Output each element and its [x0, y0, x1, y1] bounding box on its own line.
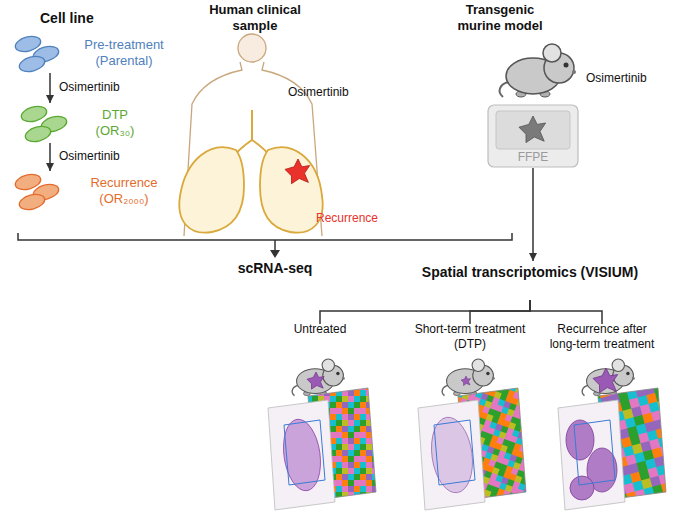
connector [470, 300, 530, 324]
drug-label: Osimertinib [288, 84, 378, 100]
he-section [268, 400, 335, 510]
condition-box: Untreated [255, 322, 385, 354]
dtp-cells [20, 104, 69, 144]
ffpe-cassette [488, 105, 578, 167]
recurrence-cells [14, 172, 61, 212]
section-heading: Transgenic murine model [450, 2, 550, 34]
tumor-mark [307, 372, 324, 389]
tissue [427, 415, 477, 496]
roi-box [434, 420, 475, 485]
ffpe-inner [496, 111, 570, 149]
node-text: Spatial transcriptomics (VISIUM) [420, 264, 640, 281]
method-box: Spatial transcriptomics (VISIUM) [420, 262, 640, 300]
untreated-panel [268, 359, 376, 510]
mouse-icon [292, 359, 345, 396]
node-text: Untreated [255, 322, 385, 337]
connector [49, 73, 51, 103]
connector [320, 300, 530, 324]
connector [49, 143, 51, 171]
condition-box: Short-term treatment (DTP) [405, 322, 535, 354]
dtp-panel [418, 359, 526, 510]
human-figure [179, 34, 322, 236]
tumor-mark [593, 368, 618, 393]
mouse-icon [582, 359, 635, 396]
mouse-icon [500, 44, 576, 97]
human-head [238, 34, 266, 62]
node-text: Recurrence after long-term treatment [544, 322, 660, 352]
tissue [570, 476, 594, 500]
recurrence-panel [558, 359, 666, 510]
connector [530, 300, 602, 324]
right-lung [260, 147, 323, 232]
node-text: DTP (OR₃₀) [86, 107, 144, 139]
tissue [279, 417, 325, 493]
node-text: Pre-treatment (Parental) [78, 37, 170, 69]
bracket-arrow-head [270, 250, 280, 258]
node-text: Recurrence (OR₂₀₀₀) [78, 175, 170, 207]
node-text: FFPE [488, 149, 578, 165]
section-heading: Human clinical sample [200, 2, 310, 34]
merge-bracket [18, 233, 512, 240]
tumor-mark [461, 376, 471, 386]
trachea [232, 110, 272, 158]
condition-box: Recurrence after long-term treatment [544, 322, 660, 354]
left-lung [179, 147, 244, 232]
method-label: scRNA-seq [225, 260, 325, 276]
roi-box [574, 420, 615, 485]
cell-stage-box: Pre-treatment (Parental) [12, 34, 172, 72]
tissue [566, 420, 594, 460]
ffpe-tissue [519, 116, 546, 143]
drug-label: Osimertinib [586, 70, 672, 86]
section-heading: Cell line [40, 10, 130, 26]
ffpe-block: FFPE [488, 105, 578, 167]
he-section [418, 400, 485, 510]
bracket-arrow-line [274, 240, 276, 250]
edge-label: Osimertinib [59, 80, 120, 95]
roi-box [284, 420, 325, 485]
parental-cells [14, 34, 61, 74]
cell-stage-box: DTP (OR₃₀) [12, 104, 172, 142]
edge-label: Osimertinib [59, 149, 120, 164]
node-text: Short-term treatment (DTP) [405, 322, 535, 352]
cell-stage-box: Recurrence (OR₂₀₀₀) [12, 172, 172, 210]
he-section [558, 400, 625, 510]
tumor-star [285, 159, 310, 184]
mouse-icon [442, 359, 495, 396]
tumor-label: Recurrence [316, 210, 406, 226]
connector [532, 168, 534, 261]
